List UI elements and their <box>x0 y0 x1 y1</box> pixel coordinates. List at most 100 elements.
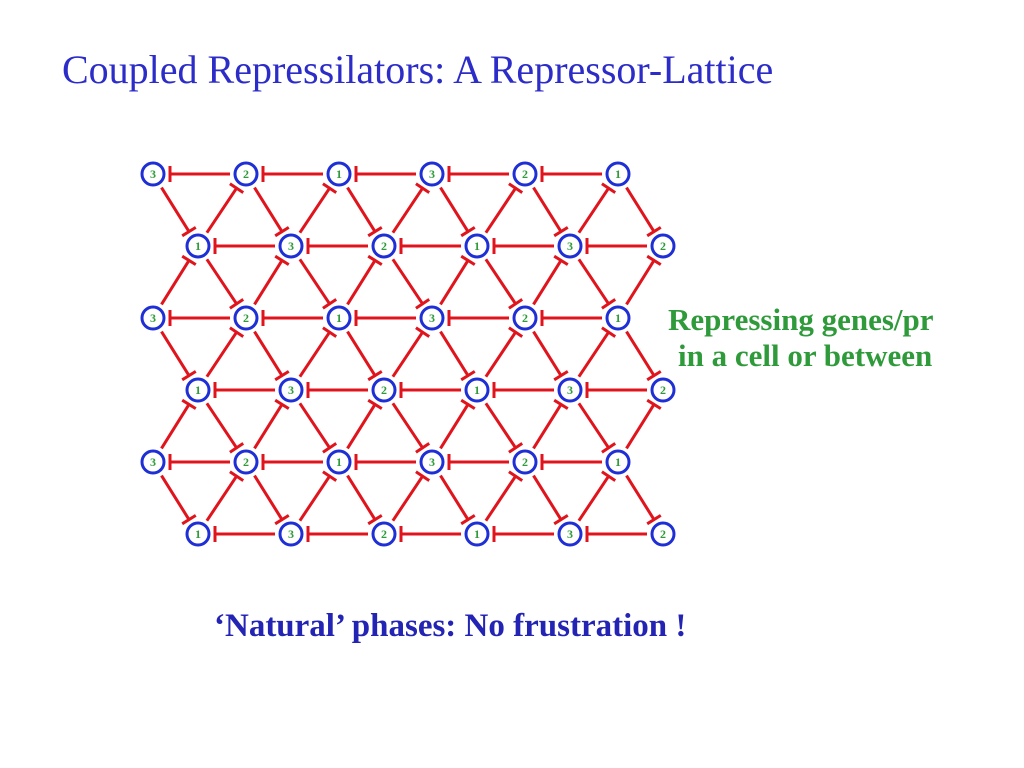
repression-edge <box>540 166 602 182</box>
repression-edge <box>585 238 647 254</box>
gene-node-circle <box>512 161 538 187</box>
repression-edge <box>439 330 476 382</box>
repression-bar <box>367 254 383 266</box>
repression-edge <box>625 330 662 382</box>
slide-caption: ‘Natural’ phases: No frustration ! <box>214 608 687 644</box>
gene-node: 3 <box>557 521 583 547</box>
gene-node: 3 <box>278 377 304 403</box>
repression-edge <box>261 454 323 470</box>
gene-node-label: 2 <box>381 239 387 253</box>
repression-bar <box>181 254 197 266</box>
gene-node-label: 3 <box>429 455 435 469</box>
repression-line <box>298 331 331 378</box>
gene-node: 2 <box>650 521 676 547</box>
repression-line <box>439 186 470 233</box>
repression-line <box>577 402 610 449</box>
repression-edge <box>585 382 647 398</box>
repression-line <box>205 331 238 378</box>
slide-title: Coupled Repressilators: A Repressor-Latt… <box>62 47 774 92</box>
repression-edge <box>346 330 383 382</box>
repression-bar <box>460 254 476 266</box>
gene-node: 1 <box>605 449 631 475</box>
gene-node-circle <box>185 233 211 259</box>
repression-edge <box>540 454 602 470</box>
repression-line <box>484 475 517 522</box>
repression-edge <box>298 470 338 522</box>
gene-node-circle <box>605 305 631 331</box>
gene-node-circle <box>464 233 490 259</box>
gene-node: 1 <box>326 161 352 187</box>
gene-node-circle <box>233 161 259 187</box>
repression-edge <box>160 398 197 450</box>
repression-edge <box>253 398 290 450</box>
repression-line <box>625 186 656 233</box>
gene-node-label: 1 <box>336 167 342 181</box>
gene-node: 2 <box>233 161 259 187</box>
repression-edge <box>391 326 431 378</box>
gene-node: 1 <box>185 233 211 259</box>
gene-node-label: 1 <box>615 455 621 469</box>
repression-edge <box>160 186 197 238</box>
repression-edge <box>625 254 662 306</box>
gene-node: 3 <box>278 521 304 547</box>
repression-line <box>346 186 377 233</box>
repression-edge <box>253 254 290 306</box>
repression-line <box>625 474 656 521</box>
repression-line <box>577 258 610 305</box>
repression-line <box>439 474 470 521</box>
repression-line <box>205 475 238 522</box>
repression-edge <box>346 474 383 526</box>
gene-node-circle <box>278 377 304 403</box>
repression-bar <box>508 470 524 482</box>
gene-node-circle <box>140 161 166 187</box>
repression-bar <box>415 470 431 482</box>
repression-line <box>253 403 284 450</box>
gene-node-label: 1 <box>615 311 621 325</box>
repression-edge <box>399 526 461 542</box>
repression-bar <box>415 182 431 194</box>
repression-bar <box>415 298 431 310</box>
repression-bar <box>601 298 617 310</box>
gene-node-circle <box>512 449 538 475</box>
repression-line <box>439 403 470 450</box>
repression-line <box>160 186 191 233</box>
repression-edge <box>492 382 554 398</box>
repression-line <box>298 475 331 522</box>
repression-bar <box>367 370 383 382</box>
repression-edge <box>253 186 290 238</box>
gene-node-label: 1 <box>474 527 480 541</box>
repression-edge <box>205 182 245 234</box>
repression-line <box>439 259 470 306</box>
repression-edge <box>160 330 197 382</box>
gene-node-label: 1 <box>474 239 480 253</box>
repression-bar <box>601 470 617 482</box>
gene-node-label: 3 <box>288 527 294 541</box>
gene-node-circle <box>371 233 397 259</box>
repression-bar <box>181 398 197 410</box>
repression-edge <box>213 382 275 398</box>
gene-node-circle <box>326 305 352 331</box>
repression-bar <box>508 442 524 454</box>
repression-bar <box>367 514 383 526</box>
gene-node-label: 3 <box>150 455 156 469</box>
gene-node-label: 3 <box>567 527 573 541</box>
repression-edge <box>354 454 416 470</box>
gene-node-circle <box>233 449 259 475</box>
repression-line <box>253 330 284 377</box>
gene-node-circle <box>464 521 490 547</box>
repression-edge <box>213 526 275 542</box>
gene-node-circle <box>557 377 583 403</box>
repression-edge <box>306 382 368 398</box>
repression-edge <box>298 402 338 454</box>
repression-edge <box>484 182 524 234</box>
repression-line <box>160 403 191 450</box>
repression-edge <box>261 166 323 182</box>
repression-edge <box>205 402 245 454</box>
gene-node-circle <box>650 521 676 547</box>
gene-node-circle <box>185 521 211 547</box>
gene-node: 2 <box>233 449 259 475</box>
gene-node-label: 1 <box>336 311 342 325</box>
repression-bar <box>601 326 617 338</box>
gene-node: 2 <box>512 161 538 187</box>
repression-edge <box>306 526 368 542</box>
